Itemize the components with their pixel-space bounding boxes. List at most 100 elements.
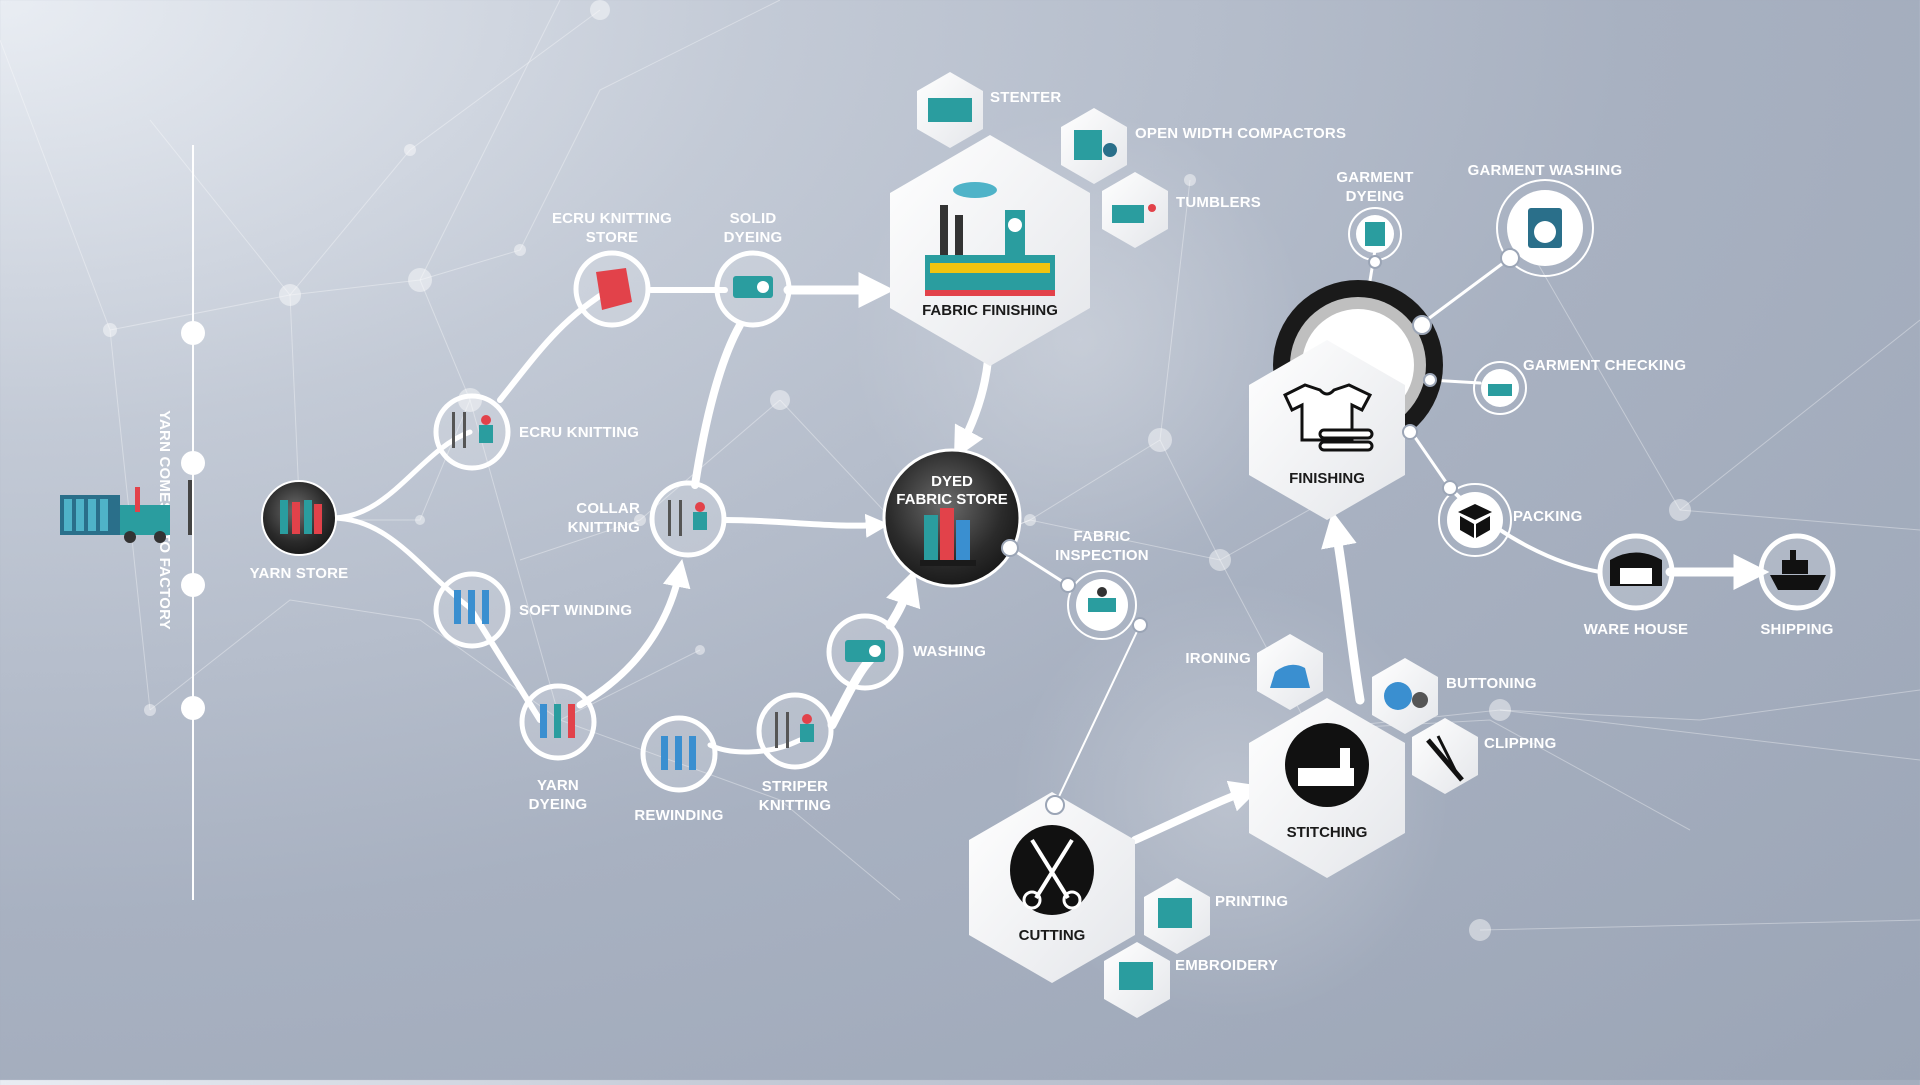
t-shirt-stack-icon — [1283, 383, 1374, 452]
box-icon — [1458, 504, 1492, 538]
spools-icon — [661, 736, 696, 770]
embroidery-label: EMBROIDERY — [1175, 957, 1278, 974]
finishing-label: FINISHING — [1289, 470, 1365, 487]
button-icon — [1384, 682, 1428, 710]
buttoning-label: BUTTONING — [1446, 675, 1537, 692]
garment-washing-node[interactable] — [1496, 179, 1594, 277]
sewing-machine-icon — [1285, 723, 1369, 807]
dyed-fabric-store-label-2: FABRIC STORE — [896, 491, 1007, 508]
buttoning-node[interactable] — [1372, 658, 1438, 734]
fabric-inspection-node[interactable] — [1067, 570, 1137, 640]
washing-node[interactable] — [826, 613, 904, 691]
garment-checking-label: GARMENT CHECKING — [1523, 357, 1686, 374]
ecru-knitting-store-node[interactable] — [573, 250, 651, 328]
factory-icon — [925, 182, 1055, 296]
open-width-compactors-label: OPEN WIDTH COMPACTORS — [1135, 125, 1346, 142]
soft-winding-label: SOFT WINDING — [519, 602, 632, 619]
ware-house-node[interactable] — [1597, 533, 1675, 611]
solid-dyeing-label-1: SOLID — [730, 210, 777, 227]
clipping-node[interactable] — [1412, 718, 1478, 794]
striper-knitting-label-2: KNITTING — [759, 797, 831, 814]
fabric-roll-icon — [596, 268, 632, 310]
yarn-intake-line — [181, 145, 205, 900]
yarn-dyeing-label-1: YARN — [537, 777, 579, 794]
garment-dyeing-machine-icon — [1365, 222, 1385, 246]
knitting-machine-icon — [452, 412, 493, 448]
fabric-stack-icon — [920, 508, 976, 566]
knitting-machine-icon — [668, 500, 707, 536]
iron-icon — [1270, 664, 1310, 688]
ware-house-label: WARE HOUSE — [1584, 621, 1689, 638]
ecru-knitting-label: ECRU KNITTING — [519, 424, 639, 441]
dyed-fabric-store-label-1: DYED — [931, 473, 973, 490]
stenter-node[interactable] — [917, 72, 983, 148]
washing-machine-icon — [1528, 208, 1562, 248]
shipping-label: SHIPPING — [1760, 621, 1833, 638]
checking-table-icon — [1488, 384, 1512, 396]
stitching-label: STITCHING — [1287, 824, 1368, 841]
garment-dyeing-label-1: GARMENT — [1336, 169, 1413, 186]
yarn-store-node[interactable] — [261, 480, 337, 556]
striper-knitting-label-1: STRIPER — [762, 778, 828, 795]
packing-label: PACKING — [1513, 508, 1582, 525]
stenter-label: STENTER — [990, 89, 1061, 106]
solid-dyeing-node[interactable] — [714, 250, 792, 328]
clipping-label: CLIPPING — [1484, 735, 1556, 752]
connector-dots — [1001, 248, 1520, 815]
washing-label: WASHING — [913, 643, 986, 660]
dyed-fabric-store-node[interactable]: DYED FABRIC STORE — [882, 448, 1022, 588]
fabric-inspection-label-1: FABRIC — [1073, 528, 1130, 545]
stenter-machine-icon — [928, 98, 972, 122]
inspection-icon — [1088, 587, 1116, 612]
solid-dyeing-label-2: DYEING — [724, 229, 783, 246]
ecru-knitting-store-label-2: STORE — [586, 229, 638, 246]
tumbler-icon — [1112, 204, 1156, 223]
fabric-inspection-label-2: INSPECTION — [1055, 547, 1149, 564]
embroidery-node[interactable] — [1104, 942, 1170, 1018]
ecru-knitting-node[interactable] — [433, 393, 511, 471]
cutting-node[interactable]: CUTTING — [969, 792, 1135, 983]
ship-icon — [1770, 550, 1826, 590]
tumblers-node[interactable] — [1102, 172, 1168, 248]
yarn-dyeing-label-2: DYEING — [529, 796, 588, 813]
tumblers-label: TUMBLERS — [1176, 194, 1261, 211]
stitching-node[interactable]: STITCHING — [1249, 698, 1405, 878]
ironing-node[interactable] — [1257, 634, 1323, 710]
collar-knitting-node[interactable] — [649, 480, 727, 558]
yarn-store-label: YARN STORE — [250, 565, 349, 582]
dyeing-machine-icon — [733, 276, 773, 298]
printing-label: PRINTING — [1215, 893, 1288, 910]
shipping-node[interactable] — [1758, 533, 1836, 611]
warehouse-icon — [1610, 552, 1662, 586]
fabric-finishing-label: FABRIC FINISHING — [922, 302, 1058, 319]
garment-dyeing-node[interactable] — [1348, 207, 1402, 261]
yarn-cones-icon — [280, 500, 322, 534]
finishing-node[interactable]: FINISHING — [1249, 280, 1443, 520]
knitting-machine-icon — [775, 712, 814, 748]
forklift-truck-icon — [60, 480, 192, 543]
rewinding-node[interactable] — [640, 715, 718, 793]
garment-checking-node[interactable] — [1473, 361, 1527, 415]
striper-knitting-node[interactable] — [756, 692, 834, 770]
compactor-machine-icon — [1074, 130, 1117, 160]
cutting-label: CUTTING — [1019, 927, 1086, 944]
thread-clipper-icon — [1426, 735, 1464, 782]
printing-node[interactable] — [1144, 878, 1210, 954]
ironing-label: IRONING — [1185, 650, 1251, 667]
yarn-dyeing-node[interactable] — [519, 683, 597, 761]
garment-dyeing-label-2: DYEING — [1346, 188, 1405, 205]
ecru-knitting-store-label-1: ECRU KNITTING — [552, 210, 672, 227]
garment-washing-label: GARMENT WASHING — [1468, 162, 1623, 179]
open-width-compactors-node[interactable] — [1061, 108, 1127, 184]
spools-icon — [454, 590, 489, 624]
embroidery-machine-icon — [1119, 962, 1153, 990]
scissors-icon — [1010, 825, 1094, 915]
soft-winding-node[interactable] — [433, 571, 511, 649]
fabric-finishing-node[interactable]: FABRIC FINISHING — [890, 135, 1090, 366]
colored-spools-icon — [540, 704, 575, 738]
collar-knitting-label-1: COLLAR — [576, 500, 640, 517]
washing-machine-icon — [845, 640, 885, 662]
packing-node[interactable] — [1438, 483, 1512, 557]
rewinding-label: REWINDING — [634, 807, 723, 824]
